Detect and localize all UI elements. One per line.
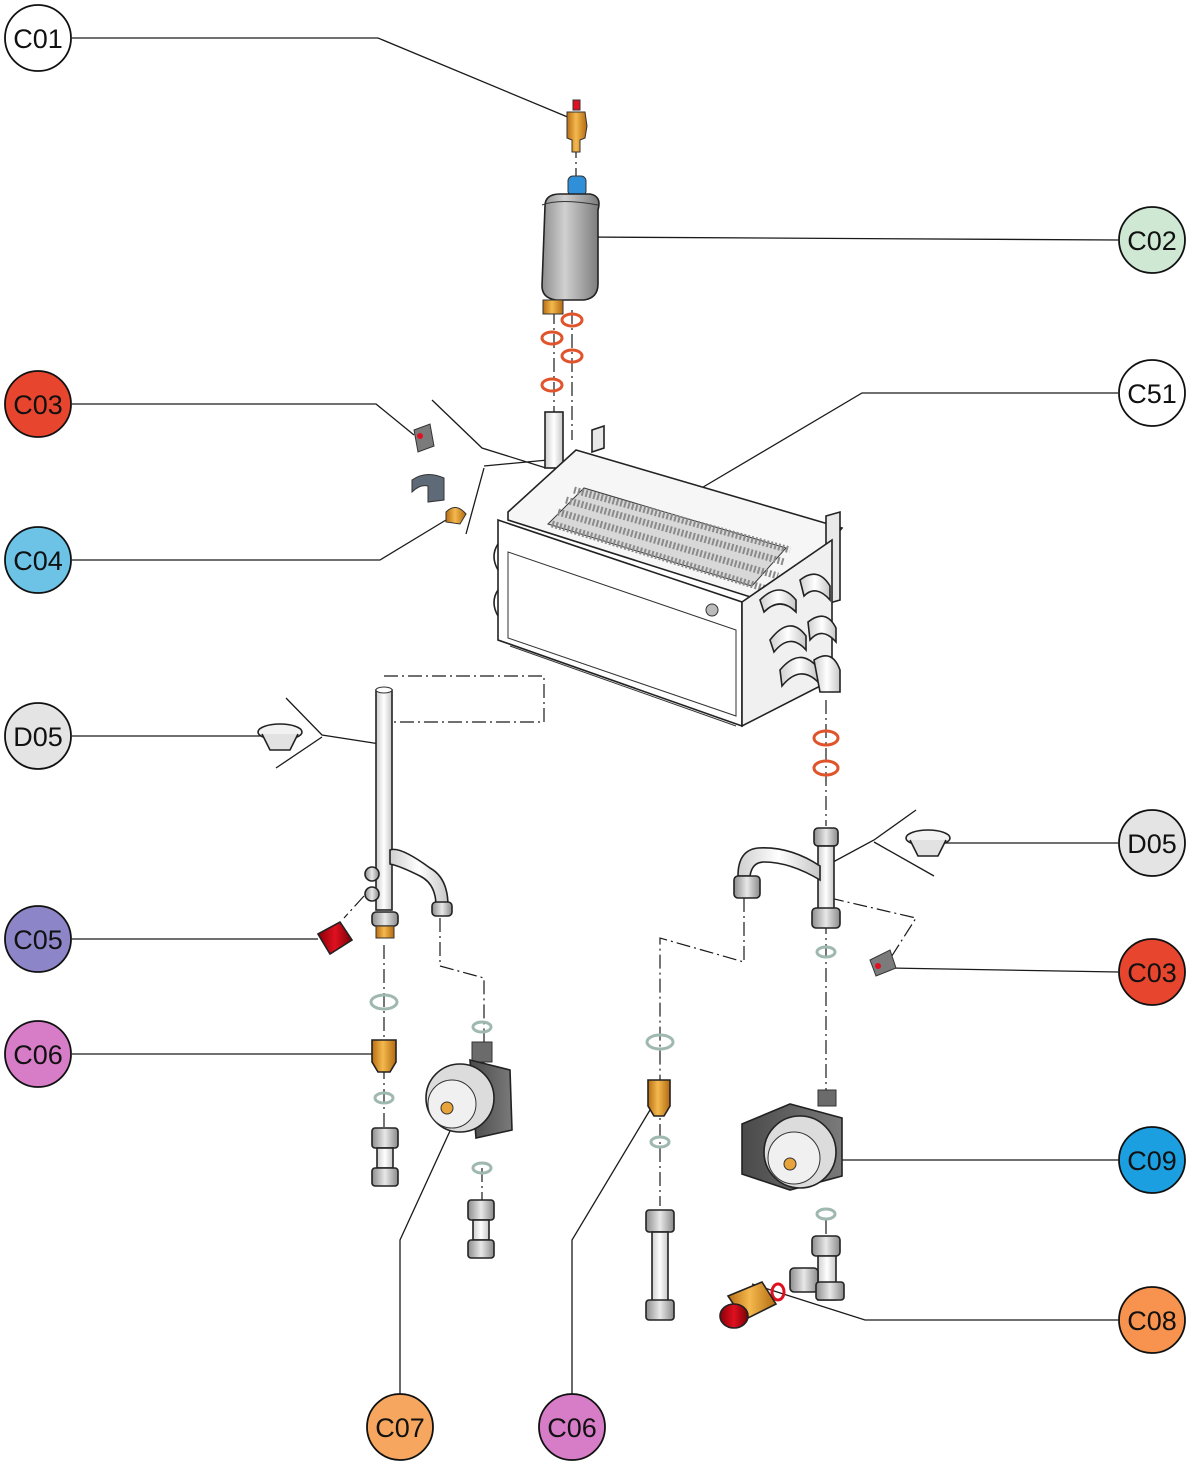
bracket-d05-right — [821, 809, 935, 877]
safety-valve-icon — [719, 1281, 778, 1329]
leader-c06-bottom — [571, 1109, 651, 1425]
callout-c51-label: C51 — [1127, 379, 1177, 409]
callout-c03-right-label: C03 — [1127, 958, 1177, 988]
bracket-d05-left — [275, 697, 381, 769]
callout-c06-left-circle — [4, 1020, 72, 1088]
leader-lines — [72, 37, 1119, 1425]
circulation-pump-left-icon — [425, 1020, 513, 1259]
callout-c08[interactable]: C08 — [1118, 1286, 1186, 1354]
middle-lower-fittings — [645, 1033, 675, 1321]
callout-d05-left-label: D05 — [13, 722, 63, 752]
callout-c51[interactable]: C51 — [1118, 359, 1186, 427]
bracket-sensor-top — [431, 399, 549, 535]
temperature-sensor-right-icon — [869, 949, 897, 977]
filter-cap-left-icon — [257, 723, 303, 751]
brass-adapter-middle-icon — [647, 1079, 671, 1117]
callout-c07-label: C07 — [375, 1413, 425, 1443]
gaskets-top — [540, 312, 584, 393]
pressure-sensor-icon — [316, 920, 354, 956]
callout-c05[interactable]: C05 — [4, 905, 72, 973]
brass-adapter-left-icon — [371, 1039, 397, 1073]
callout-c03-right-circle — [1118, 938, 1186, 1006]
callout-c01-label: C01 — [13, 24, 63, 54]
right-pipe-assembly-icon — [733, 827, 841, 959]
callout-d05-right-circle — [1118, 809, 1186, 877]
callout-d05-right[interactable]: D05 — [1118, 809, 1186, 877]
callout-c04-circle — [4, 526, 72, 594]
leader-c51 — [687, 392, 1118, 497]
callout-c06-bottom[interactable]: C06 — [538, 1393, 606, 1461]
left-lower-fittings — [369, 993, 399, 1187]
callout-c01-circle — [4, 4, 72, 72]
callout-c08-circle — [1118, 1286, 1186, 1354]
callout-c06-left-label: C06 — [13, 1040, 63, 1070]
temperature-sensor-icon — [413, 423, 435, 453]
air-vent-valve-icon — [566, 99, 588, 153]
leader-c07 — [399, 1119, 456, 1425]
callout-c09-circle — [1118, 1126, 1186, 1194]
callout-c04-label: C04 — [13, 546, 63, 576]
callout-c03-left[interactable]: C03 — [4, 370, 72, 438]
callout-c06-bottom-circle — [538, 1393, 606, 1461]
callout-c05-circle — [4, 905, 72, 973]
callout-c08-label: C08 — [1127, 1306, 1177, 1336]
leader-c03-left — [72, 403, 415, 436]
leader-c01 — [72, 37, 571, 119]
callout-c02-circle — [1118, 206, 1186, 274]
right-gaskets — [812, 729, 840, 777]
callout-c03-left-label: C03 — [13, 390, 63, 420]
callout-c04[interactable]: C04 — [4, 526, 72, 594]
callout-c51-circle — [1118, 359, 1186, 427]
leader-c02 — [579, 236, 1119, 241]
circulation-pump-right-icon — [741, 1089, 845, 1302]
callout-c09-label: C09 — [1127, 1146, 1177, 1176]
heat-exchanger-icon — [493, 411, 844, 728]
callout-c01[interactable]: C01 — [4, 4, 72, 72]
callout-c03-left-circle — [4, 370, 72, 438]
filter-cap-right-icon — [905, 829, 951, 857]
callout-c03-right[interactable]: C03 — [1118, 938, 1186, 1006]
callout-c06-bottom-label: C06 — [547, 1413, 597, 1443]
leader-c08 — [751, 1283, 1118, 1321]
leader-c04 — [72, 519, 447, 561]
callout-c06-left[interactable]: C06 — [4, 1020, 72, 1088]
leader-c03-right — [887, 967, 1119, 973]
callout-c05-label: C05 — [13, 925, 63, 955]
callout-c07-circle — [366, 1393, 434, 1461]
sensor-clip-icon — [411, 474, 467, 525]
callout-c02[interactable]: C02 — [1118, 206, 1186, 274]
callout-d05-left-circle — [4, 702, 72, 770]
callout-c07[interactable]: C07 — [366, 1393, 434, 1461]
callout-c09[interactable]: C09 — [1118, 1126, 1186, 1194]
expansion-vessel-icon — [541, 175, 600, 315]
callout-d05-left[interactable]: D05 — [4, 702, 72, 770]
left-pipe-assembly-icon — [364, 686, 453, 939]
callout-c02-label: C02 — [1127, 226, 1177, 256]
callout-d05-right-label: D05 — [1127, 829, 1177, 859]
